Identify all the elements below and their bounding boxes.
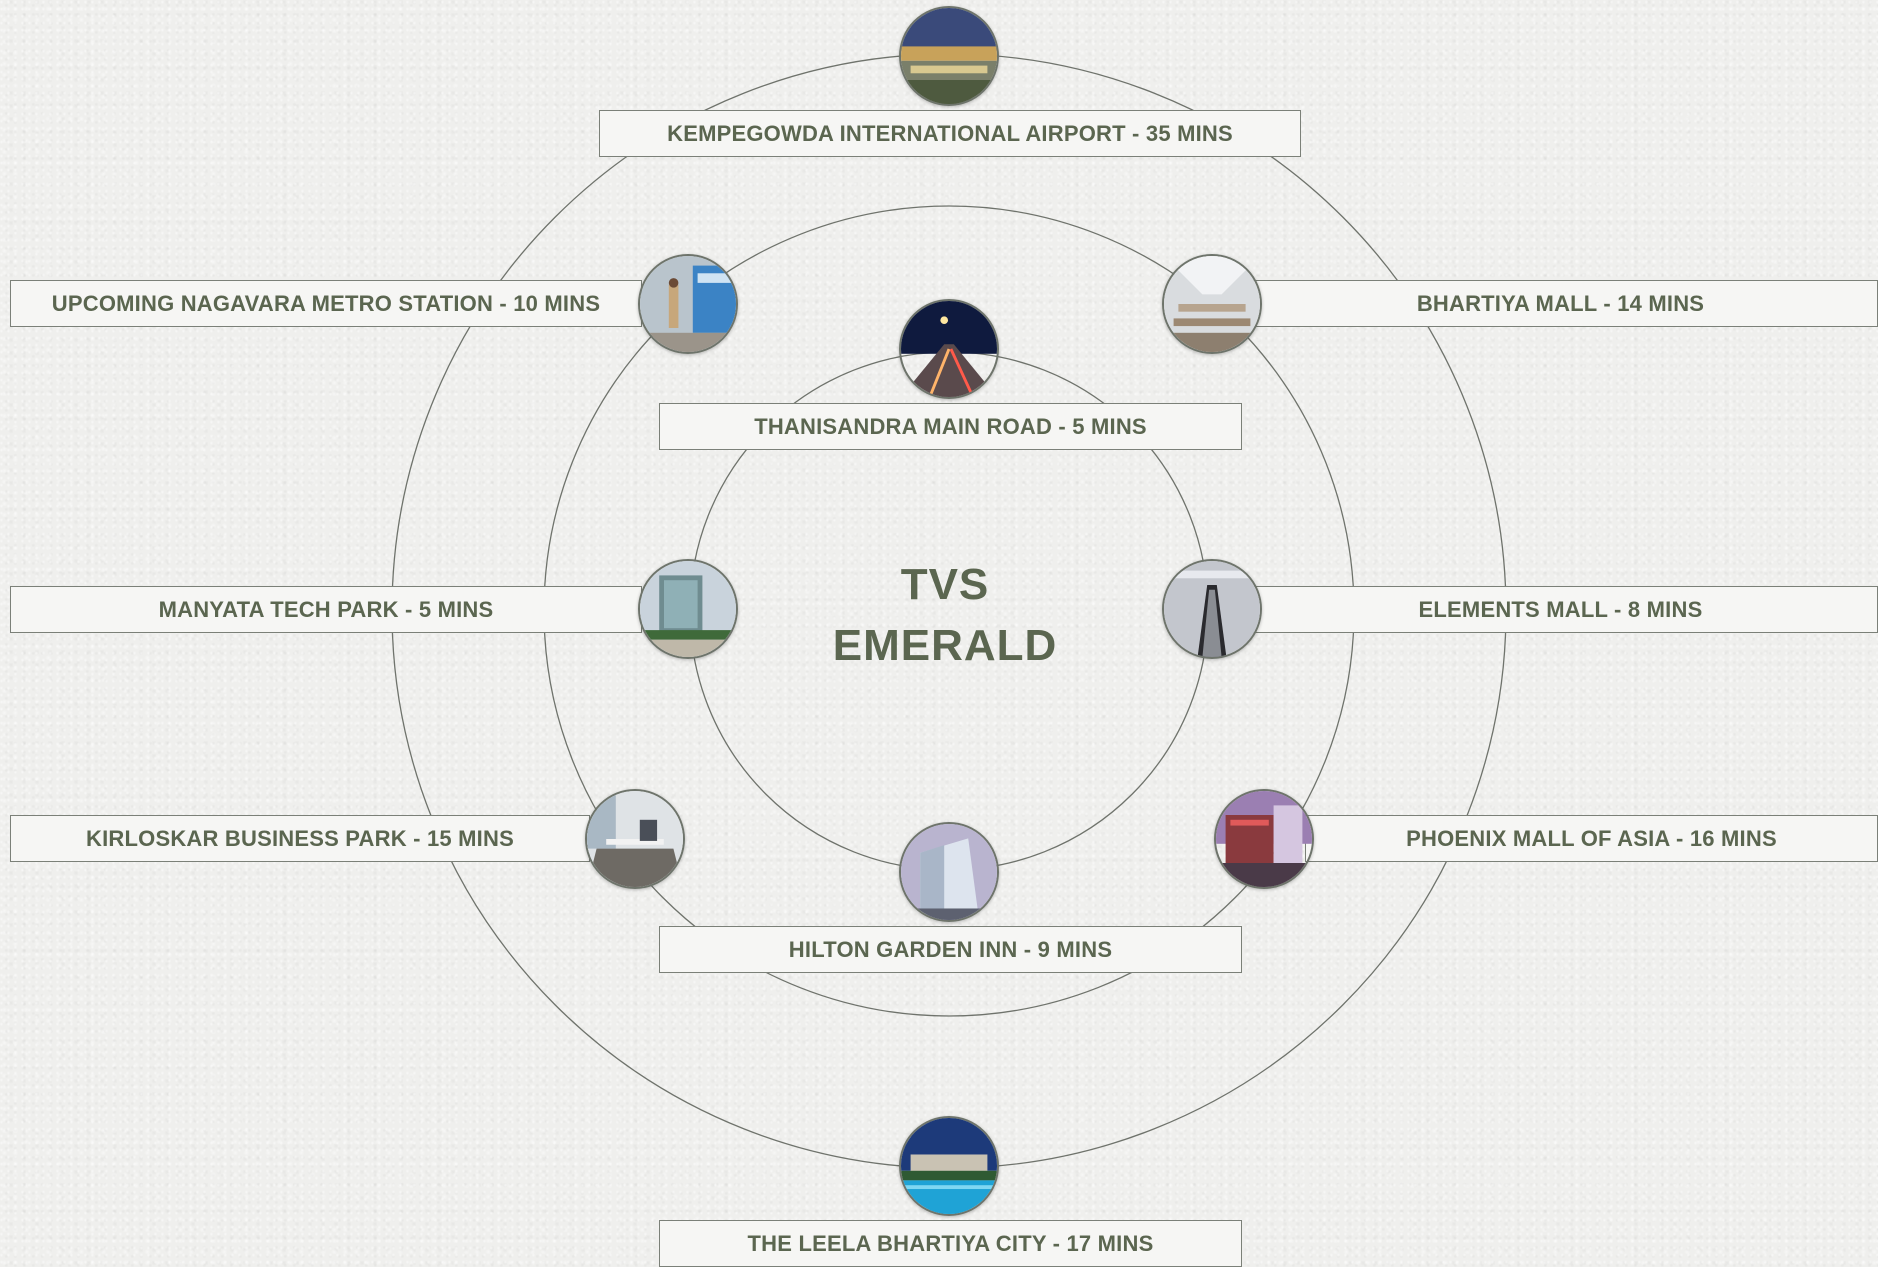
- label-elements: ELEMENTS MALL - 8 MINS: [1243, 586, 1878, 633]
- label-leela: THE LEELA BHARTIYA CITY - 17 MINS: [659, 1220, 1242, 1267]
- label-hilton: HILTON GARDEN INN - 9 MINS: [659, 926, 1242, 973]
- mall-exterior-photo-icon: [1214, 789, 1314, 889]
- label-kirloskar: KIRLOSKAR BUSINESS PARK - 15 MINS: [10, 815, 590, 862]
- resort-pool-photo-icon: [899, 1116, 999, 1216]
- label-manyata: MANYATA TECH PARK - 5 MINS: [10, 586, 642, 633]
- label-bhartiya-mall: BHARTIYA MALL - 14 MINS: [1243, 280, 1878, 327]
- metro-station-photo-icon: [638, 254, 738, 354]
- office-interior-photo-icon: [585, 789, 685, 889]
- night-road-photo-icon: [899, 299, 999, 399]
- tech-park-photo-icon: [638, 559, 738, 659]
- project-title-line2: EMERALD: [832, 621, 1058, 670]
- hotel-tower-photo-icon: [899, 822, 999, 922]
- airport-photo-icon: [899, 6, 999, 106]
- project-title-line1: TVS: [900, 560, 990, 609]
- escalator-photo-icon: [1162, 559, 1262, 659]
- label-phoenix: PHOENIX MALL OF ASIA - 16 MINS: [1305, 815, 1878, 862]
- label-thanisandra: THANISANDRA MAIN ROAD - 5 MINS: [659, 403, 1242, 450]
- label-metro: UPCOMING NAGAVARA METRO STATION - 10 MIN…: [10, 280, 642, 327]
- mall-atrium-photo-icon: [1162, 254, 1262, 354]
- label-airport: KEMPEGOWDA INTERNATIONAL AIRPORT - 35 MI…: [599, 110, 1301, 157]
